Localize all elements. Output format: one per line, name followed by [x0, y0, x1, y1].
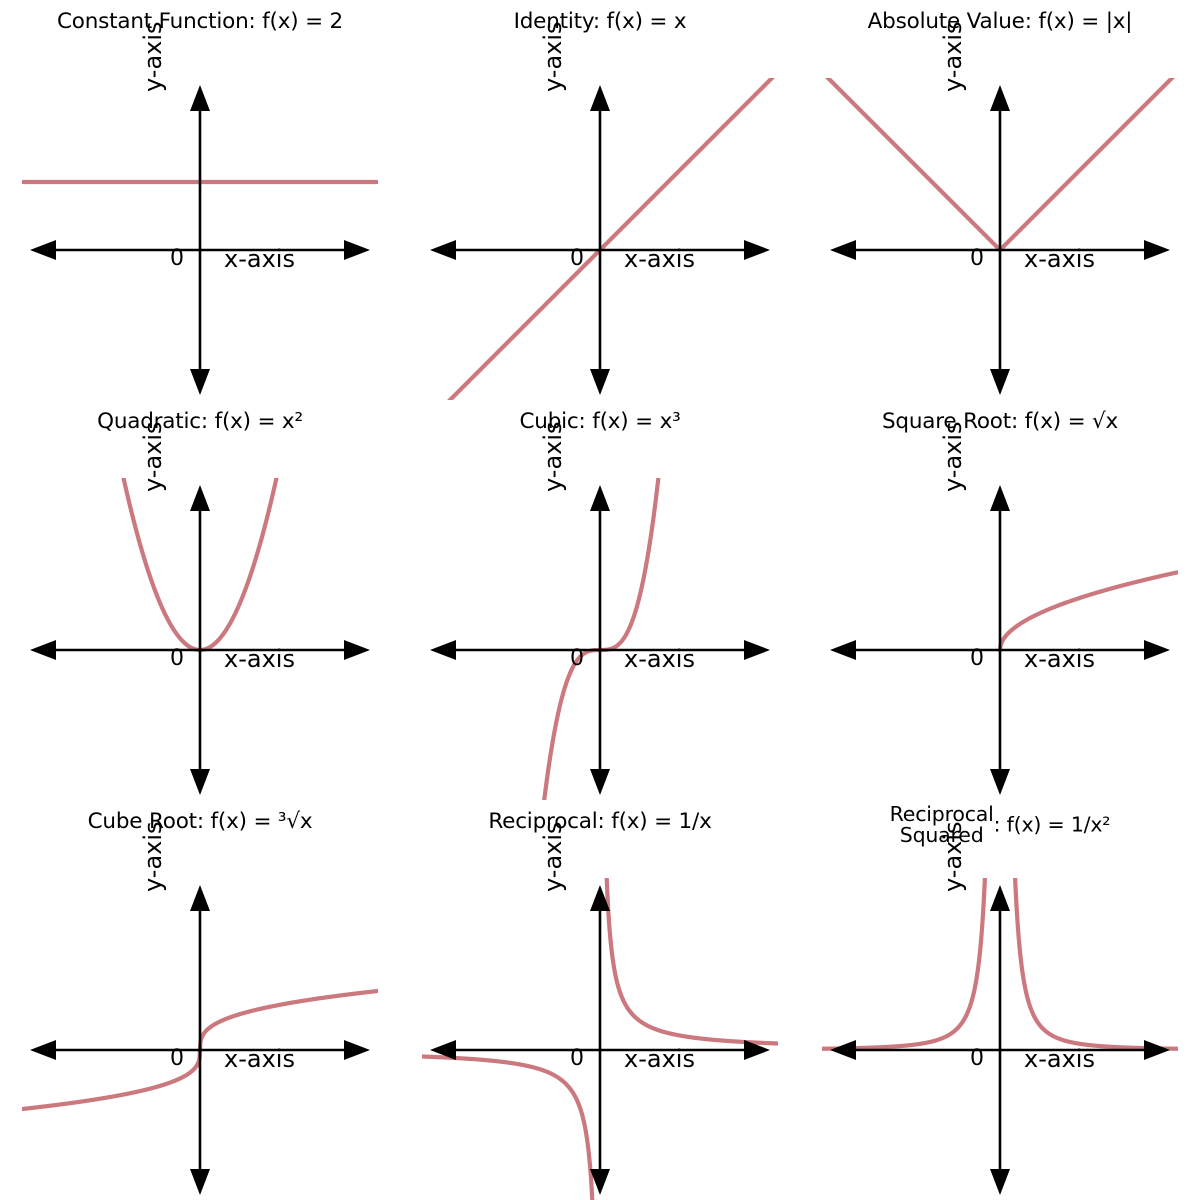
curve-cubic: [542, 478, 661, 800]
panel-title-cubic: Cubic: f(x) = x³: [519, 409, 681, 434]
x-axis-arrow-right: [344, 640, 370, 660]
plot-area-quadratic: [30, 478, 370, 795]
y-axis-arrow-down: [990, 1169, 1010, 1195]
x-axis-arrow-left: [30, 1040, 56, 1060]
y-axis-arrow-up: [190, 85, 210, 111]
x-axis-arrow-right: [1144, 240, 1170, 260]
y-axis-arrow-up: [590, 485, 610, 511]
panel-title-absolute-value: Absolute Value: f(x) = |x|: [867, 9, 1133, 34]
y-axis-arrow-down: [590, 1169, 610, 1195]
title-suffix: : f(x) = 1/x²: [993, 812, 1111, 837]
y-axis-arrow-down: [990, 369, 1010, 395]
y-axis-arrow-down: [990, 769, 1010, 795]
x-axis-arrow-left: [30, 640, 56, 660]
origin-label: 0: [970, 246, 984, 271]
panel-title-square-root: Square Root: f(x) = √x: [881, 409, 1119, 434]
y-axis-arrow-down: [190, 769, 210, 795]
x-axis-arrow-left: [430, 1040, 456, 1060]
x-axis-arrow-right: [344, 1040, 370, 1060]
curve-reciprocal: [422, 878, 778, 1200]
y-axis-arrow-up: [990, 885, 1010, 911]
y-axis-arrow-up: [590, 885, 610, 911]
y-axis-arrow-up: [190, 885, 210, 911]
plot-area-identity: [430, 78, 775, 400]
y-axis-arrow-up: [990, 485, 1010, 511]
plot-area-constant: [22, 85, 378, 395]
plot-area-square-root: [830, 485, 1178, 795]
x-axis-arrow-right: [744, 1040, 770, 1060]
origin-label: 0: [170, 1046, 184, 1071]
panel-title-reciprocal: Reciprocal: f(x) = 1/x: [488, 809, 712, 834]
x-axis-arrow-right: [744, 240, 770, 260]
origin-label: 0: [170, 646, 184, 671]
panel-title-cube-root: Cube Root: f(x) = ³√x: [87, 809, 313, 834]
y-axis-arrow-up: [190, 485, 210, 511]
origin-label: 0: [970, 646, 984, 671]
plot-area-reciprocal-squared: [822, 878, 1178, 1195]
panel-title-quadratic: Quadratic: f(x) = x²: [97, 409, 303, 434]
plot-area-cube-root: [22, 885, 378, 1195]
x-axis-arrow-left: [830, 240, 856, 260]
origin-label: 0: [570, 246, 584, 271]
y-axis-arrow-down: [190, 1169, 210, 1195]
y-axis-arrow-up: [590, 85, 610, 111]
plot-area-cubic: [430, 478, 770, 800]
origin-label: 0: [170, 246, 184, 271]
y-axis-arrow-down: [190, 369, 210, 395]
origin-label: 0: [570, 1046, 584, 1071]
x-axis-arrow-right: [1144, 640, 1170, 660]
curve-identity: [447, 78, 775, 400]
x-axis-arrow-right: [1144, 1040, 1170, 1060]
y-axis-arrow-up: [990, 85, 1010, 111]
y-axis-arrow-down: [590, 369, 610, 395]
panel-title-constant: Constant Function: f(x) = 2: [56, 9, 344, 34]
x-axis-arrow-left: [430, 640, 456, 660]
plot-area-reciprocal: [422, 878, 778, 1200]
x-axis-arrow-left: [30, 240, 56, 260]
x-axis-arrow-left: [830, 1040, 856, 1060]
curve-square-root: [997, 570, 1178, 653]
x-axis-arrow-left: [430, 240, 456, 260]
origin-label: 0: [970, 1046, 984, 1071]
x-axis-arrow-left: [830, 640, 856, 660]
x-axis-arrow-right: [344, 240, 370, 260]
y-axis-arrow-down: [590, 769, 610, 795]
panel-title-identity: Identity: f(x) = x: [513, 9, 687, 34]
x-axis-arrow-right: [744, 640, 770, 660]
plot-area-absolute-value: [825, 78, 1175, 395]
origin-label: 0: [570, 646, 584, 671]
